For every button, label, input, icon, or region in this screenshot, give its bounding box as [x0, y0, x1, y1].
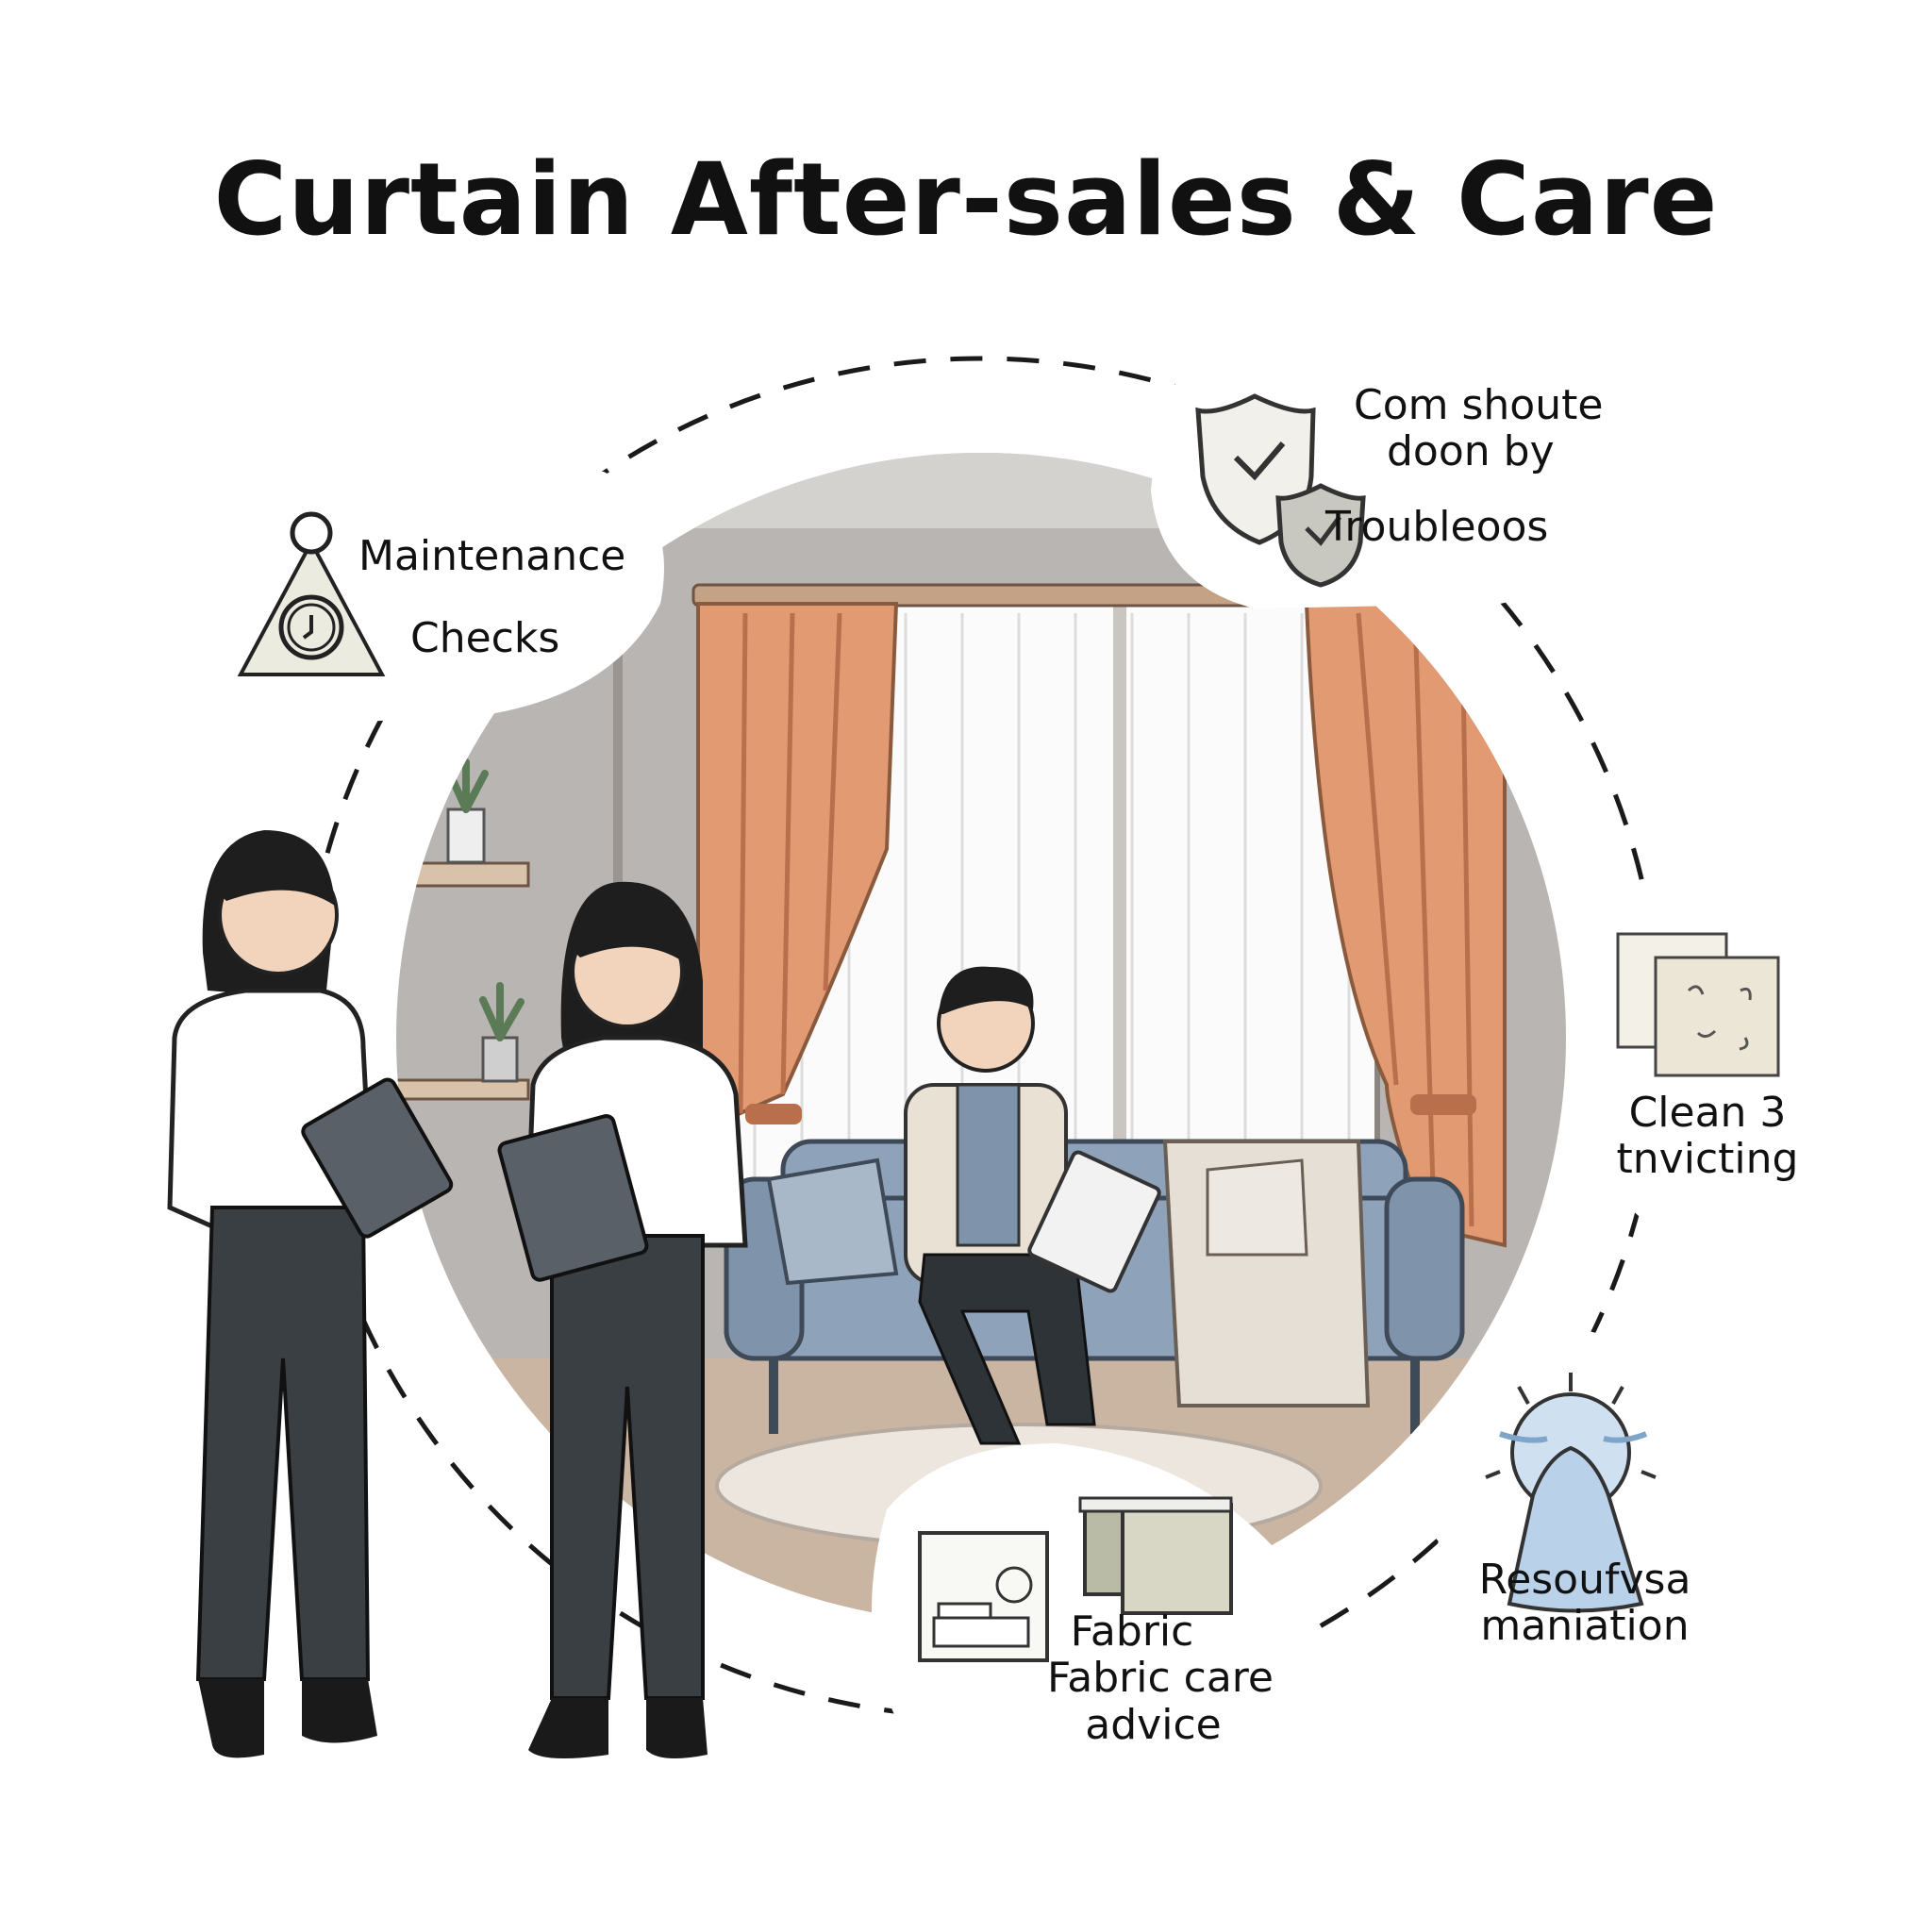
restoration-label: Resoufvsa maniation: [1478, 1556, 1691, 1651]
support-agent-right: [497, 881, 748, 1758]
fabric-label: Fabric Fabric care advice: [1046, 1607, 1274, 1749]
cleaning-label: Clean 3 tnvicting: [1616, 1089, 1799, 1184]
support-agent-left: [167, 830, 454, 1758]
maintenance-label: Maintenance Checks: [358, 532, 626, 663]
troubleshoot-label: Com shoute doon by Troubleoos: [1325, 381, 1604, 551]
seated-customer: [904, 966, 1161, 1445]
left-curtain: [696, 602, 899, 1136]
shield-check-icon: [1195, 393, 1366, 588]
right-curtain: [1304, 602, 1507, 1248]
clock-tag-icon: [237, 511, 386, 676]
fabric-swatch-icon: [1616, 932, 1780, 1077]
fabric-care-icon: [918, 1496, 1233, 1662]
steam-curtain-icon: [1485, 1373, 1657, 1613]
page-title: Curtain After-sales & Care: [213, 142, 1719, 258]
wall-shelf: [396, 861, 530, 888]
